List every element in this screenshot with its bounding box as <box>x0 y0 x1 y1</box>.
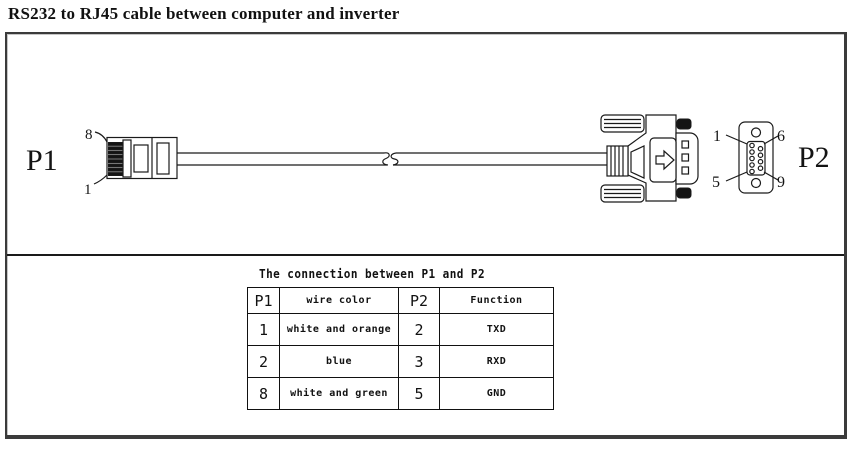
cell-p1-pin: 8 <box>247 377 280 410</box>
header-p1: P1 <box>247 287 280 314</box>
cell-p2-pin: 3 <box>398 345 440 378</box>
section-divider <box>7 254 844 256</box>
cell-p2-pin: 5 <box>398 377 440 410</box>
cell-function: TXD <box>439 313 554 346</box>
cell-wire-color: blue <box>279 345 399 378</box>
table-title: The connection between P1 and P2 <box>259 266 486 281</box>
cell-function: RXD <box>439 345 554 378</box>
cell-p1-pin: 1 <box>247 313 280 346</box>
cell-p1-pin: 2 <box>247 345 280 378</box>
connection-section: The connection between P1 and P2 P1 wire… <box>247 266 554 410</box>
header-wire-color: wire color <box>279 287 399 314</box>
table-row: 8 white and green 5 GND <box>247 377 554 410</box>
table-row: 2 blue 3 RXD <box>247 345 554 378</box>
cell-wire-color: white and orange <box>279 313 399 346</box>
table-row: 1 white and orange 2 TXD <box>247 313 554 346</box>
cell-wire-color: white and green <box>279 377 399 410</box>
connection-table: P1 wire color P2 Function 1 white and or… <box>247 287 554 410</box>
table-header-row: P1 wire color P2 Function <box>247 287 554 314</box>
cell-function: GND <box>439 377 554 410</box>
cell-p2-pin: 2 <box>398 313 440 346</box>
header-p2: P2 <box>398 287 440 314</box>
page-title: RS232 to RJ45 cable between computer and… <box>8 4 400 23</box>
header-function: Function <box>439 287 554 314</box>
